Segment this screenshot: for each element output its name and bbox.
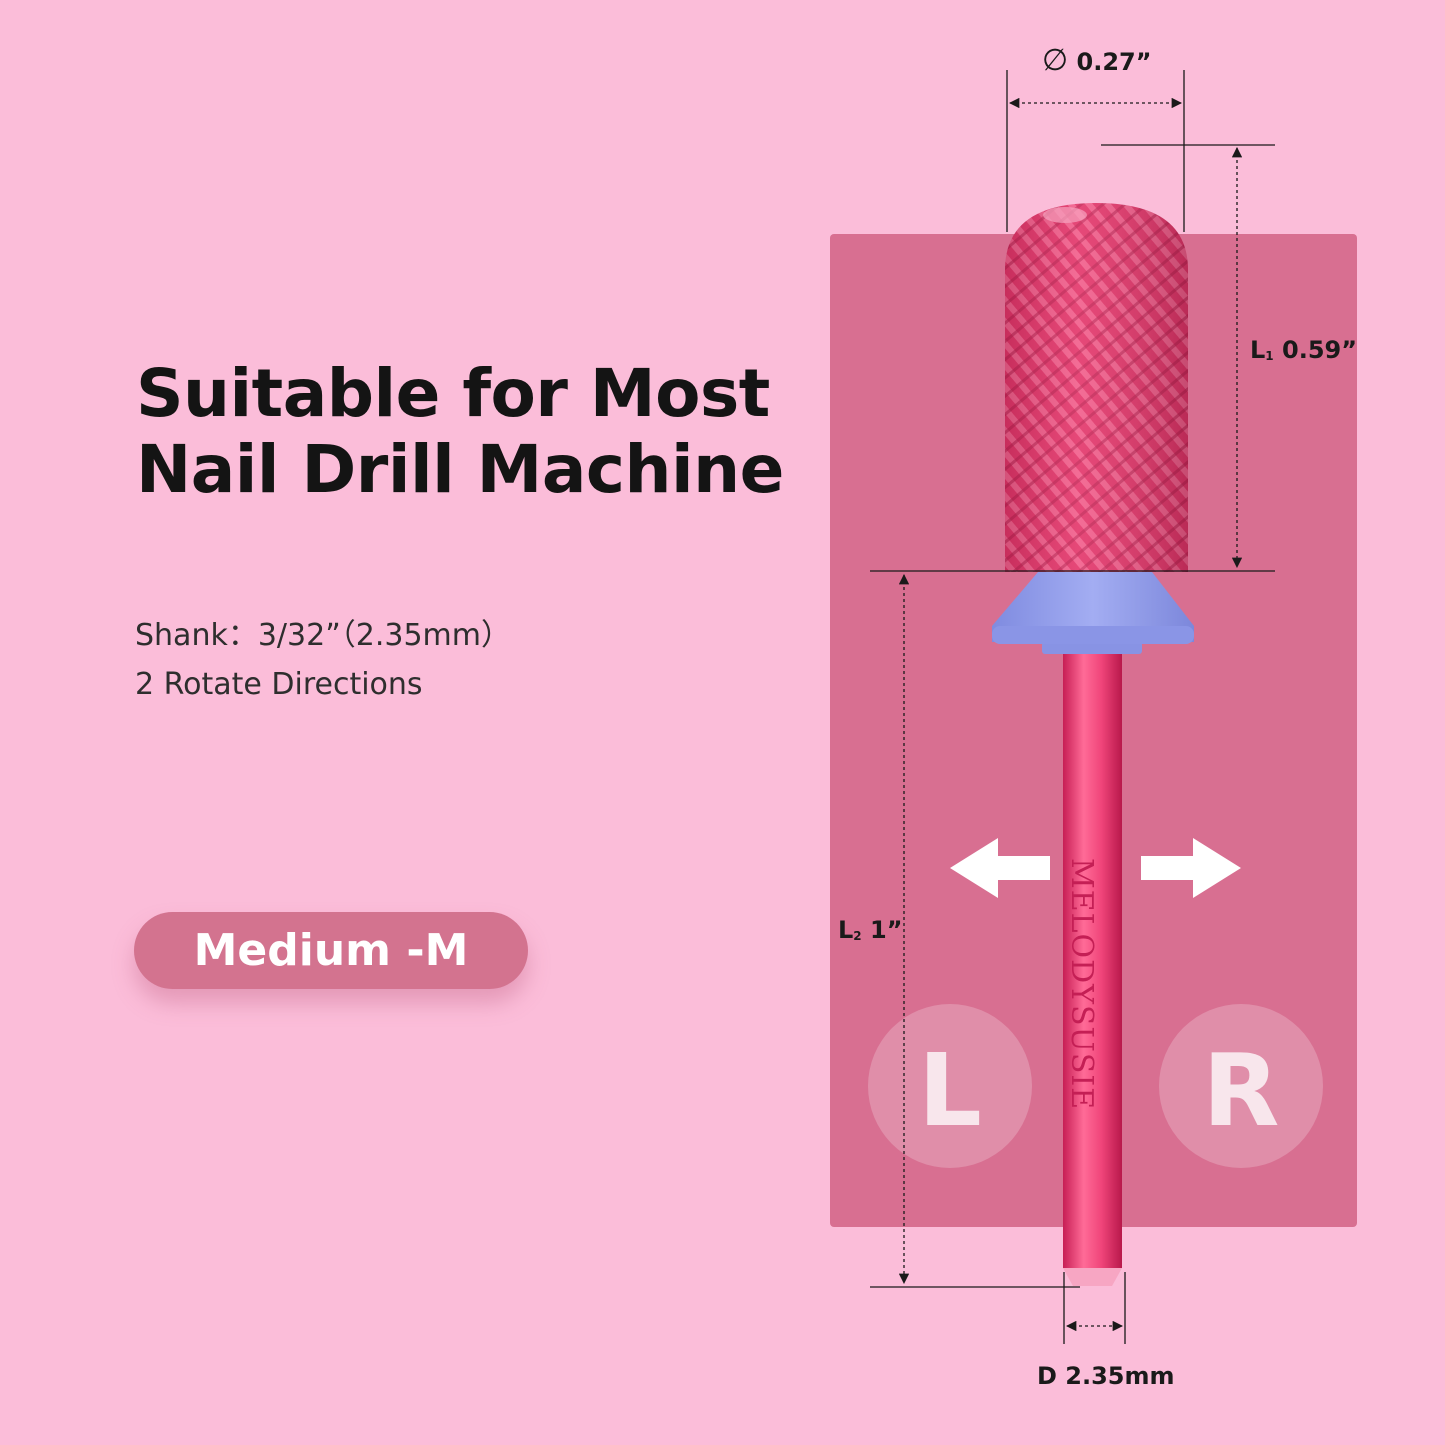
shank-length-letter: L — [838, 916, 854, 944]
right-rotation-circle: R — [1159, 1004, 1323, 1168]
shank-spec-value: 3/32”（2.35mm） — [257, 618, 511, 653]
diameter-dimension: ∅ 0.27” — [1042, 43, 1152, 78]
arrow-right-icon — [1141, 838, 1241, 898]
grit-badge: Medium -M — [134, 912, 528, 989]
dimension-lines — [870, 70, 1275, 1344]
shank-diameter-dimension: D 2.35mm — [1037, 1362, 1175, 1390]
headline-line-1: Suitable for Most — [136, 355, 770, 432]
drill-shank — [1042, 640, 1142, 1286]
right-rotation-label: R — [1202, 1031, 1280, 1149]
drill-collar — [992, 572, 1194, 644]
left-rotation-circle: L — [868, 1004, 1032, 1168]
diameter-value: 0.27” — [1076, 48, 1152, 76]
brand-logo: MELODYSUSIE — [1064, 858, 1099, 1110]
drill-barrel-head — [1005, 203, 1188, 572]
head-length-dimension: L1 0.59” — [1250, 336, 1357, 364]
shank-spec: Shank：3/32”（2.35mm） — [135, 610, 511, 654]
shank-length-dimension: L2 1” — [838, 916, 903, 944]
rotation-spec: 2 Rotate Directions — [135, 667, 423, 702]
diameter-icon: ∅ — [1042, 43, 1069, 78]
shank-spec-label: Shank： — [135, 618, 258, 653]
shank-length-value: 1” — [870, 916, 903, 944]
headline-line-2: Nail Drill Machine — [136, 431, 784, 508]
grit-badge-label: Medium -M — [193, 925, 469, 976]
arrow-left-icon — [950, 838, 1050, 898]
head-length-letter: L — [1250, 336, 1266, 364]
left-rotation-label: L — [918, 1031, 982, 1149]
shank-length-subscript: 2 — [853, 929, 862, 943]
head-length-subscript: 1 — [1265, 349, 1274, 363]
head-length-value: 0.59” — [1282, 336, 1358, 364]
headline: Suitable for Most Nail Drill Machine — [136, 356, 796, 508]
